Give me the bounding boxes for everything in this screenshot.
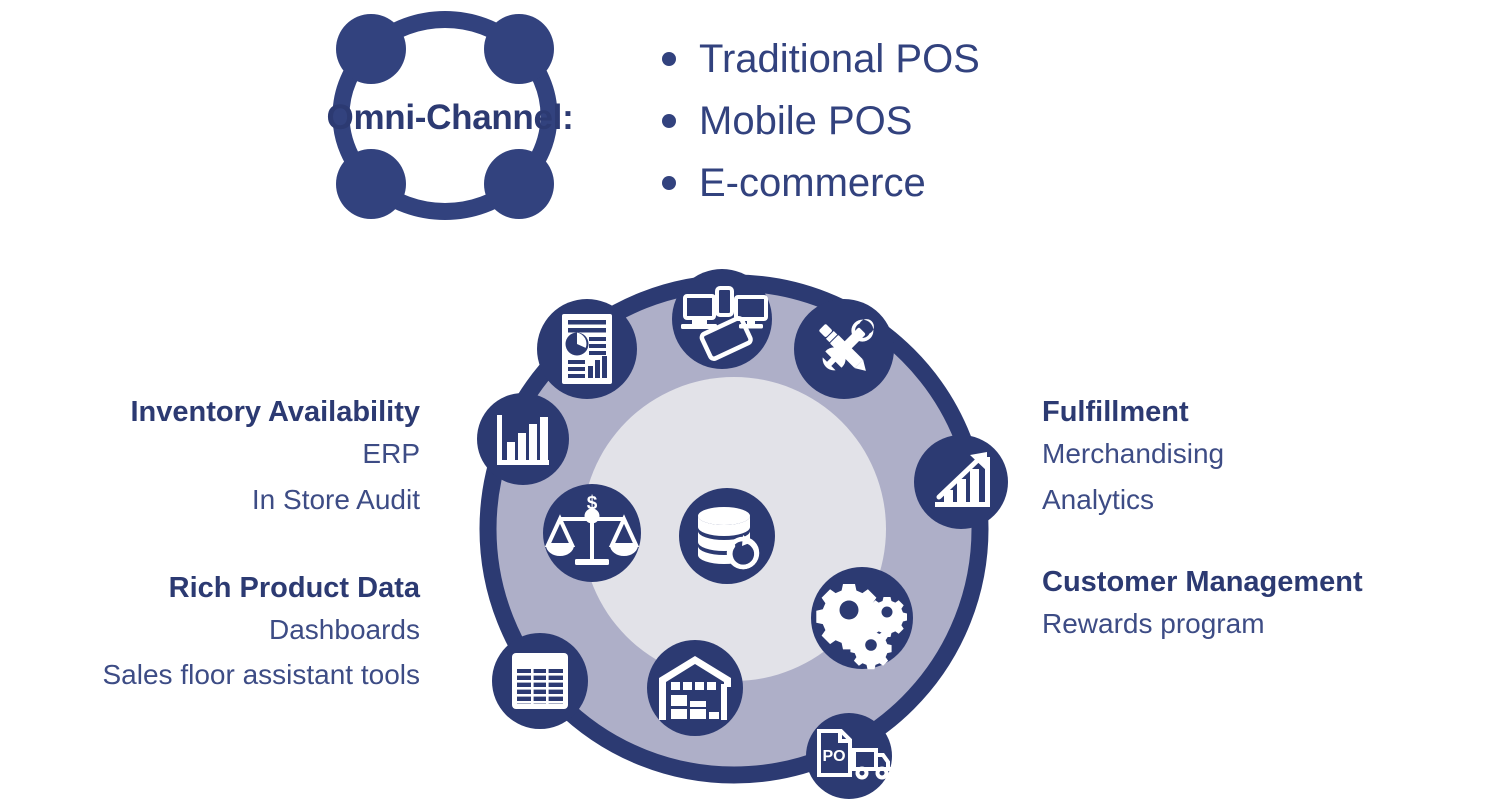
- right-text-column: Fulfillment Merchandising Analytics Cust…: [1042, 393, 1488, 646]
- node-gears: [811, 567, 913, 670]
- text-group-customer-management: Customer Management Rewards program: [1042, 563, 1488, 647]
- text-group-rich-product-data: Rich Product Data Dashboards Sales floor…: [0, 569, 421, 699]
- group-title: Inventory Availability: [130, 396, 420, 428]
- capability-wheel-diagram: $: [466, 256, 1018, 801]
- omni-channel-section: Omni-Channel: Traditional POS Mobile POS…: [0, 0, 1100, 240]
- group-item: Sales floor assistant tools: [102, 659, 421, 691]
- group-item: Dashboards: [269, 613, 420, 645]
- svg-text:$: $: [587, 493, 598, 514]
- group-item: Merchandising: [1042, 438, 1225, 470]
- bullet-dot-icon: [662, 114, 676, 128]
- bullet-label: Traditional POS: [699, 36, 980, 81]
- node-bar-chart: [477, 393, 569, 485]
- group-item: Analytics: [1042, 483, 1155, 515]
- bullet-dot-icon: [662, 52, 676, 66]
- bullet-label: E-commerce: [699, 160, 926, 205]
- text-group-fulfillment: Fulfillment Merchandising Analytics: [1042, 393, 1488, 523]
- group-title: Fulfillment: [1042, 396, 1189, 428]
- po-label: PO: [822, 748, 845, 765]
- group-title: Customer Management: [1042, 565, 1363, 598]
- node-tools: [794, 299, 894, 399]
- node-spreadsheet: [492, 633, 588, 729]
- node-database-center: [679, 488, 775, 584]
- omni-channel-ring-icon: [322, 8, 568, 223]
- group-item: In Store Audit: [251, 483, 420, 515]
- group-item: ERP: [362, 438, 420, 470]
- omni-channel-label: Omni-Channel:: [326, 98, 574, 137]
- node-devices: [672, 269, 772, 369]
- bullet-dot-icon: [662, 176, 676, 190]
- group-title: Rich Product Data: [168, 571, 420, 604]
- group-item: Rewards program: [1042, 607, 1265, 639]
- node-report-document: [537, 299, 637, 399]
- node-balance-scale: $: [543, 484, 641, 582]
- node-warehouse: [647, 640, 743, 736]
- list-item: E-commerce: [662, 152, 980, 214]
- bullet-label: Mobile POS: [699, 98, 913, 143]
- list-item: Mobile POS: [662, 90, 980, 152]
- left-text-column: Inventory Availability ERP In Store Audi…: [0, 393, 421, 699]
- node-growth-chart: [914, 435, 1008, 529]
- omni-channel-bullet-list: Traditional POS Mobile POS E-commerce: [662, 28, 980, 214]
- node-purchase-order-truck: PO: [806, 713, 892, 799]
- text-group-inventory-availability: Inventory Availability ERP In Store Audi…: [0, 393, 420, 523]
- list-item: Traditional POS: [662, 28, 980, 90]
